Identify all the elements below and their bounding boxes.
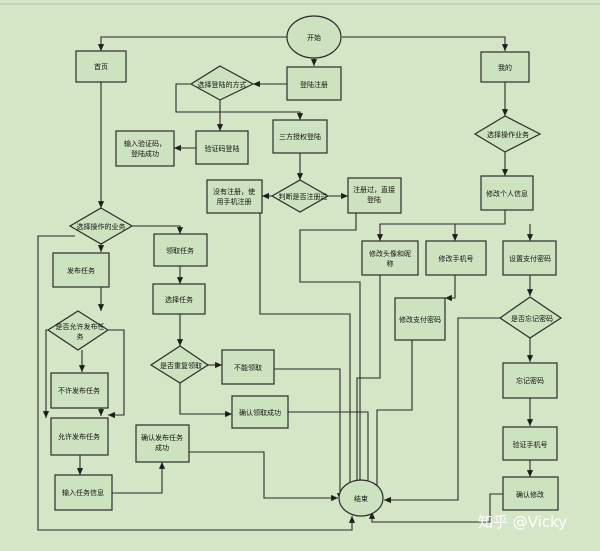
node-claim-task: 领取任务 xyxy=(153,233,208,267)
node-modify-avatar: 修改头像和昵 称 xyxy=(361,240,419,276)
node-cannot-claim-label: 不能领取 xyxy=(234,363,262,372)
node-home-label: 首页 xyxy=(94,62,108,71)
node-third-party-label: 三方授权登陆 xyxy=(279,132,321,141)
watermark: 知乎 @Vicky xyxy=(478,513,567,531)
node-confirm-claim-label: 确认领取成功 xyxy=(239,408,281,417)
node-login-method: 选择登陆的方式 xyxy=(189,65,255,101)
node-no-register: 没有注册，使 用手机注册 xyxy=(206,179,263,214)
node-publish-task-label: 发布任务 xyxy=(67,266,95,275)
node-modify-pay-pwd-label: 修改支付密码 xyxy=(399,315,441,324)
node-mine: 我的 xyxy=(480,51,530,83)
node-no-register-label-1: 没有注册，使 xyxy=(213,187,255,196)
node-home: 首页 xyxy=(75,50,127,83)
node-end: 结束 xyxy=(338,479,384,517)
node-third-party: 三方授权登陆 xyxy=(272,119,328,154)
node-not-allowed-label: 不许发布任务 xyxy=(58,386,100,395)
node-forgot-pwd-q-label: 是否忘记密码 xyxy=(511,314,553,323)
node-modify-phone: 修改手机号 xyxy=(425,240,487,276)
node-input-task-info-label: 输入任务信息 xyxy=(62,488,104,497)
node-modify-avatar-label-1: 修改头像和昵 xyxy=(369,249,411,258)
node-registered: 注册过，直接 登陆 xyxy=(347,177,402,214)
node-start: 开始 xyxy=(286,15,342,59)
node-modify-pay-pwd: 修改支付密码 xyxy=(394,297,446,341)
node-allow-publish-q-label-1: 是否允许发布任 xyxy=(56,322,105,331)
node-allow-publish-q-label-2: 务 xyxy=(77,332,84,341)
node-input-task-info: 输入任务信息 xyxy=(54,474,113,511)
node-verify-phone-label: 验证手机号 xyxy=(513,440,548,449)
node-modify-avatar-label-2: 称 xyxy=(387,259,394,268)
connectors xyxy=(37,36,534,531)
node-verify-phone: 验证手机号 xyxy=(502,426,558,461)
node-allow-publish-q: 是否允许发布任 务 xyxy=(46,310,110,351)
node-start-label: 开始 xyxy=(307,33,321,42)
node-forgot-pwd-q: 是否忘记密码 xyxy=(498,296,563,339)
node-forgot-pwd-label: 忘记密码 xyxy=(516,376,544,385)
node-allowed-label: 允许发布任务 xyxy=(58,432,100,441)
node-login-method-label: 选择登陆的方式 xyxy=(198,80,247,89)
node-judge-register-label: 判断是否注册过 xyxy=(279,192,328,201)
node-end-label: 结束 xyxy=(354,494,368,503)
node-select-business-label: 选择操作业务 xyxy=(487,130,529,139)
node-mine-label: 我的 xyxy=(498,63,512,72)
node-choose-business-label: 选择操作的业务 xyxy=(77,222,126,231)
node-allowed: 允许发布任务 xyxy=(50,417,109,456)
node-cannot-claim: 不能领取 xyxy=(221,349,275,385)
node-publish-task: 发布任务 xyxy=(52,252,110,288)
node-modify-info-label: 修改个人信息 xyxy=(486,189,528,198)
node-repeat-claim-q: 是否重复领取 xyxy=(149,345,210,384)
node-modify-info: 修改个人信息 xyxy=(480,175,534,211)
node-login-register-label: 登陆注册 xyxy=(300,80,328,89)
node-confirm-claim: 确认领取成功 xyxy=(231,395,289,429)
node-set-pay-pwd: 设置支付密码 xyxy=(502,240,557,276)
node-confirm-publish-label-2: 成功 xyxy=(155,443,169,452)
node-modify-phone-label: 修改手机号 xyxy=(439,254,474,263)
node-code-result: 输入验证码， 登陆成功 xyxy=(115,130,175,167)
node-code-login: 验证码登陆 xyxy=(195,130,249,165)
node-confirm-modify: 确认修改 xyxy=(502,476,559,511)
node-registered-label-2: 登陆 xyxy=(367,195,381,204)
node-choose-business: 选择操作的业务 xyxy=(68,207,134,245)
node-judge-register: 判断是否注册过 xyxy=(270,179,330,213)
node-login-register: 登陆注册 xyxy=(286,66,342,101)
node-set-pay-pwd-label: 设置支付密码 xyxy=(509,254,551,263)
node-select-business: 选择操作业务 xyxy=(473,115,542,153)
node-confirm-modify-label: 确认修改 xyxy=(516,490,544,499)
node-registered-label-1: 注册过，直接 xyxy=(353,185,395,194)
node-confirm-publish: 确认发布任务 成功 xyxy=(135,424,190,463)
node-code-login-label: 验证码登陆 xyxy=(205,144,240,153)
node-select-task-label: 选择任务 xyxy=(165,295,193,304)
node-forgot-pwd: 忘记密码 xyxy=(502,362,558,399)
node-claim-task-label: 领取任务 xyxy=(166,246,194,255)
node-code-result-label-2: 登陆成功 xyxy=(131,149,159,158)
node-not-allowed: 不许发布任务 xyxy=(50,372,109,409)
node-code-result-label-1: 输入验证码， xyxy=(124,139,166,148)
node-confirm-publish-label-1: 确认发布任务 xyxy=(141,433,183,442)
node-repeat-claim-q-label: 是否重复领取 xyxy=(160,361,202,370)
node-select-task: 选择任务 xyxy=(152,283,206,315)
node-no-register-label-2: 用手机注册 xyxy=(217,197,252,206)
